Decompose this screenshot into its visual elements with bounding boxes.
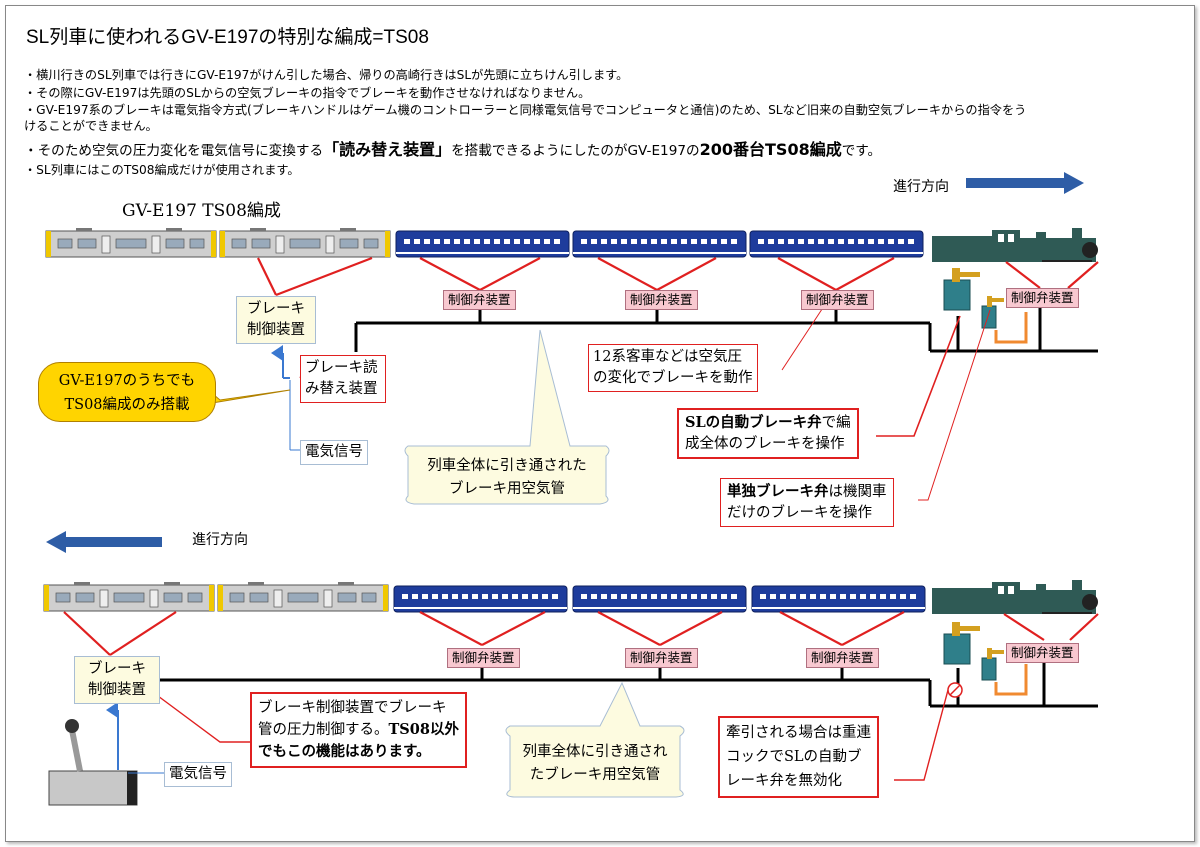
cock-note-line1: 牽引される場合は重連 xyxy=(726,725,871,741)
bullet-5-em1: 「読み替え装置」 xyxy=(323,140,452,159)
control-valve-bottom-2: 制御弁装置 xyxy=(625,648,698,668)
converter-line2: み替え装置 xyxy=(305,381,378,397)
coach-1 xyxy=(395,230,570,258)
coach-4 xyxy=(393,585,568,613)
brake-converter-box: ブレーキ読 み替え装置 xyxy=(300,355,386,403)
coach-6 xyxy=(751,585,926,613)
auto-valve-rest2: 成全体のブレーキを操作 xyxy=(685,436,845,452)
bullet-4: けることができません。 xyxy=(24,119,158,133)
bullet-5: ・そのため空気の圧力変化を電気信号に変換する「読み替え装置」を搭載できるようにし… xyxy=(24,142,881,159)
pipe-note-bubble-top xyxy=(404,329,610,505)
converter-line1: ブレーキ読 xyxy=(305,360,378,376)
gv-note-line1: GV-E197のうちでも xyxy=(58,373,196,389)
coach-5 xyxy=(572,585,747,613)
brake-handle-graphic xyxy=(48,719,138,806)
dmu-car-4 xyxy=(217,581,389,612)
direction-arrow-bottom xyxy=(66,537,162,547)
formation-label: GV-E197 TS08編成 xyxy=(122,201,281,221)
auto-valve-bold: SLの自動ブレーキ弁 xyxy=(685,414,822,431)
pipe-note-top-line2: ブレーキ用空気管 xyxy=(449,481,565,497)
coach-2 xyxy=(572,230,747,258)
brake-ctrl-line1: ブレーキ xyxy=(247,301,305,317)
pipe-note-bottom: 列車全体に引き通され たブレーキ用空気管 xyxy=(510,741,680,787)
brake-control-unit-top: ブレーキ 制御装置 xyxy=(236,296,316,344)
electric-signal-label-top: 電気信号 xyxy=(300,440,368,465)
bullet-1: ・横川行きのSL列車では行きにGV-E197がけん引した場合、帰りの高崎行きはS… xyxy=(24,68,629,82)
brake-control-unit-bottom: ブレーキ 制御装置 xyxy=(74,656,160,704)
brake-control-note: ブレーキ制御装置でブレーキ 管の圧力制御する。TS08以外 でもこの機能はありま… xyxy=(250,692,467,768)
direction-arrow-top xyxy=(966,178,1064,188)
control-valve-bottom-3: 制御弁装置 xyxy=(806,648,879,668)
dmu-car-3 xyxy=(43,581,215,612)
bullet-2: ・その際にGV-E197は先頭のSLからの空気ブレーキの指令でブレーキを動作させ… xyxy=(24,86,591,100)
gv-note-callout: GV-E197のうちでも TS08編成のみ搭載 xyxy=(38,362,216,422)
dmu-car-1 xyxy=(45,227,217,258)
coach-3 xyxy=(749,230,924,258)
auto-brake-valve-note: SLの自動ブレーキ弁で編 成全体のブレーキを操作 xyxy=(677,408,859,459)
pipe-note-top: 列車全体に引き通された ブレーキ用空気管 xyxy=(410,455,604,501)
indep-valve-rest2: だけのブレーキを操作 xyxy=(727,505,872,521)
ctrl-note-line2-bold: TS08以外 xyxy=(388,721,459,738)
coupling-cock-note: 牽引される場合は重連 コックでSLの自動ブ レーキ弁を無効化 xyxy=(718,716,879,798)
ctrl-note-line1: ブレーキ制御装置でブレーキ xyxy=(258,700,447,716)
brake-ctrl-line2: 制御装置 xyxy=(247,322,305,338)
control-valve-top-3: 制御弁装置 xyxy=(801,290,874,310)
coach-note-line2: の変化でブレーキを動作 xyxy=(593,370,753,386)
page-frame xyxy=(5,5,1195,842)
control-valve-bottom-loco: 制御弁装置 xyxy=(1006,643,1079,663)
bullet-3: ・GV-E197系のブレーキは電気指令方式(ブレーキハンドルはゲーム機のコントロ… xyxy=(24,103,1027,117)
bullet-5-em2: 200番台TS08編成 xyxy=(699,140,842,159)
pipe-note-top-line1: 列車全体に引き通された xyxy=(427,458,587,474)
gv-note-line2: TS08編成のみ搭載 xyxy=(64,397,190,413)
indep-valve-rest1: は機関車 xyxy=(828,484,887,500)
page-title: SL列車に使われるGV-E197の特別な編成=TS08 xyxy=(26,27,429,48)
control-valve-top-1: 制御弁装置 xyxy=(443,290,516,310)
red-links-bottom xyxy=(63,611,1099,656)
bullet-6: ・SL列車にはこのTS08編成だけが使用されます。 xyxy=(24,163,300,177)
pipe-note-bottom-line2: たブレーキ用空気管 xyxy=(529,767,661,783)
control-valve-top-loco: 制御弁装置 xyxy=(1006,288,1079,308)
control-valve-top-2: 制御弁装置 xyxy=(625,290,698,310)
coach-note-line1: 12系客車などは空気圧 xyxy=(593,349,742,365)
brake-pipe-bottom xyxy=(158,662,1098,708)
cock-note-line2: コックでSLの自動ブ xyxy=(726,749,862,765)
cock-note-line3: レーキ弁を無効化 xyxy=(726,773,842,789)
brake-ctrl-bottom-line1: ブレーキ xyxy=(88,661,146,677)
dmu-car-2 xyxy=(219,227,391,258)
indep-valve-bold: 単独ブレーキ弁 xyxy=(727,483,829,500)
brake-ctrl-bottom-line2: 制御装置 xyxy=(88,682,146,698)
coach-note-box: 12系客車などは空気圧 の変化でブレーキを動作 xyxy=(588,344,758,392)
bullet-5-pre: ・そのため空気の圧力変化を電気信号に変換する xyxy=(24,143,324,159)
pipe-note-bottom-line1: 列車全体に引き通され xyxy=(522,744,668,760)
direction-label-top: 進行方向 xyxy=(893,179,949,195)
pipe-note-bubble-bottom xyxy=(505,681,685,798)
direction-label-bottom: 進行方向 xyxy=(192,532,248,548)
sl-locomotive-top xyxy=(932,228,1098,262)
red-links-top xyxy=(257,256,1099,297)
bullet-5-post: です。 xyxy=(841,143,882,159)
sl-locomotive-bottom xyxy=(932,580,1098,614)
ctrl-note-line3: でもこの機能はあります。 xyxy=(258,743,431,760)
independent-brake-valve-note: 単独ブレーキ弁は機関車 だけのブレーキを操作 xyxy=(720,478,894,527)
auto-valve-rest1: で編 xyxy=(821,415,851,431)
ctrl-note-line2-pre: 管の圧力制御する。 xyxy=(258,722,389,738)
control-valve-bottom-1: 制御弁装置 xyxy=(447,648,520,668)
electric-signal-label-bottom: 電気信号 xyxy=(164,762,232,787)
bullet-5-mid: を搭載できるようにしたのがGV-E197の xyxy=(451,143,700,159)
